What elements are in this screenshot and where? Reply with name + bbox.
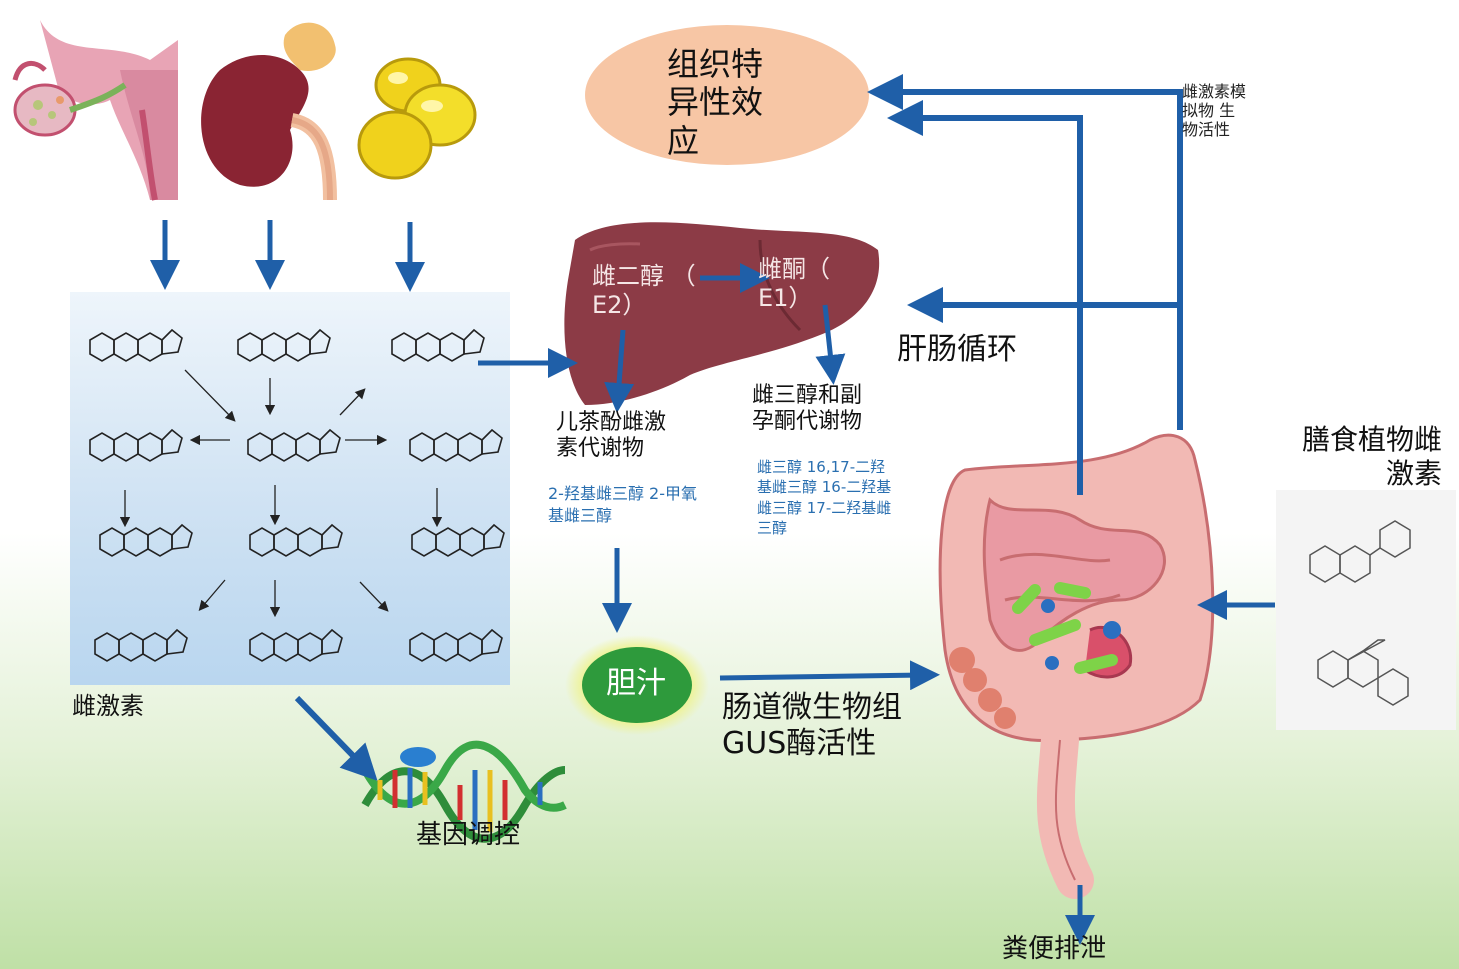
e1-label: 雌酮（ E1） xyxy=(758,255,830,312)
arrow-bile-to-gut xyxy=(719,660,940,691)
dietary-phytoestrogen-label: 膳食植物雌 激素 xyxy=(1301,423,1442,490)
arrow-liver-to-estriol xyxy=(815,304,846,385)
estriol-detail-label: 雌三醇 16,17-二羟 基雌三醇 16-二羟基 雌三醇 17-二羟基雌 三醇 xyxy=(757,458,892,537)
tissue-effect-ellipse xyxy=(585,25,869,165)
estriol-pregnane-label: 雌三醇和副 孕酮代谢物 xyxy=(752,383,863,435)
arrow-liver-to-catechol xyxy=(604,329,635,413)
estrogen-label: 雌激素 xyxy=(72,692,144,720)
phytoestrogen-molecule-panel xyxy=(1276,490,1456,730)
liver-icon xyxy=(564,222,880,405)
intestine-icon xyxy=(938,433,1215,899)
bile-core xyxy=(582,647,692,723)
arrow-to-gene-regulation xyxy=(294,695,378,781)
gut-microbiome-label: 肠道微生物组 GUS酶活性 xyxy=(722,690,902,761)
kidney-adrenal-icon xyxy=(201,22,337,201)
reaction-arrows xyxy=(119,369,443,618)
arrow-circulation-inner xyxy=(887,100,1083,495)
steroid-structures xyxy=(89,328,505,662)
arrow-mimic-to-tissue xyxy=(867,74,1183,430)
fat-cells-icon xyxy=(357,57,477,180)
excretion-label: 粪便排泄 xyxy=(1002,934,1107,964)
mimic-bioactivity-label: 雌激素模 拟物 生 物活性 xyxy=(1182,82,1247,140)
tissue-effect-label: 组织特 异性效 应 xyxy=(667,45,764,160)
gene-regulation-label: 基因调控 xyxy=(416,820,521,850)
dna-helix-icon xyxy=(361,740,567,843)
e2-label: 雌二醇 （ E2） xyxy=(592,262,696,319)
catechol-metabolites-label: 儿茶酚雌激 素代谢物 xyxy=(556,410,667,462)
phytoestrogen-structures xyxy=(1309,520,1411,706)
uterus-ovary-icon xyxy=(12,20,178,201)
catechol-detail-label: 2-羟基雌三醇 2-甲氧 基雌三醇 xyxy=(548,484,697,525)
bile-label: 胆汁 xyxy=(606,666,666,701)
enterohepatic-label: 肝肠循环 xyxy=(897,332,1017,367)
